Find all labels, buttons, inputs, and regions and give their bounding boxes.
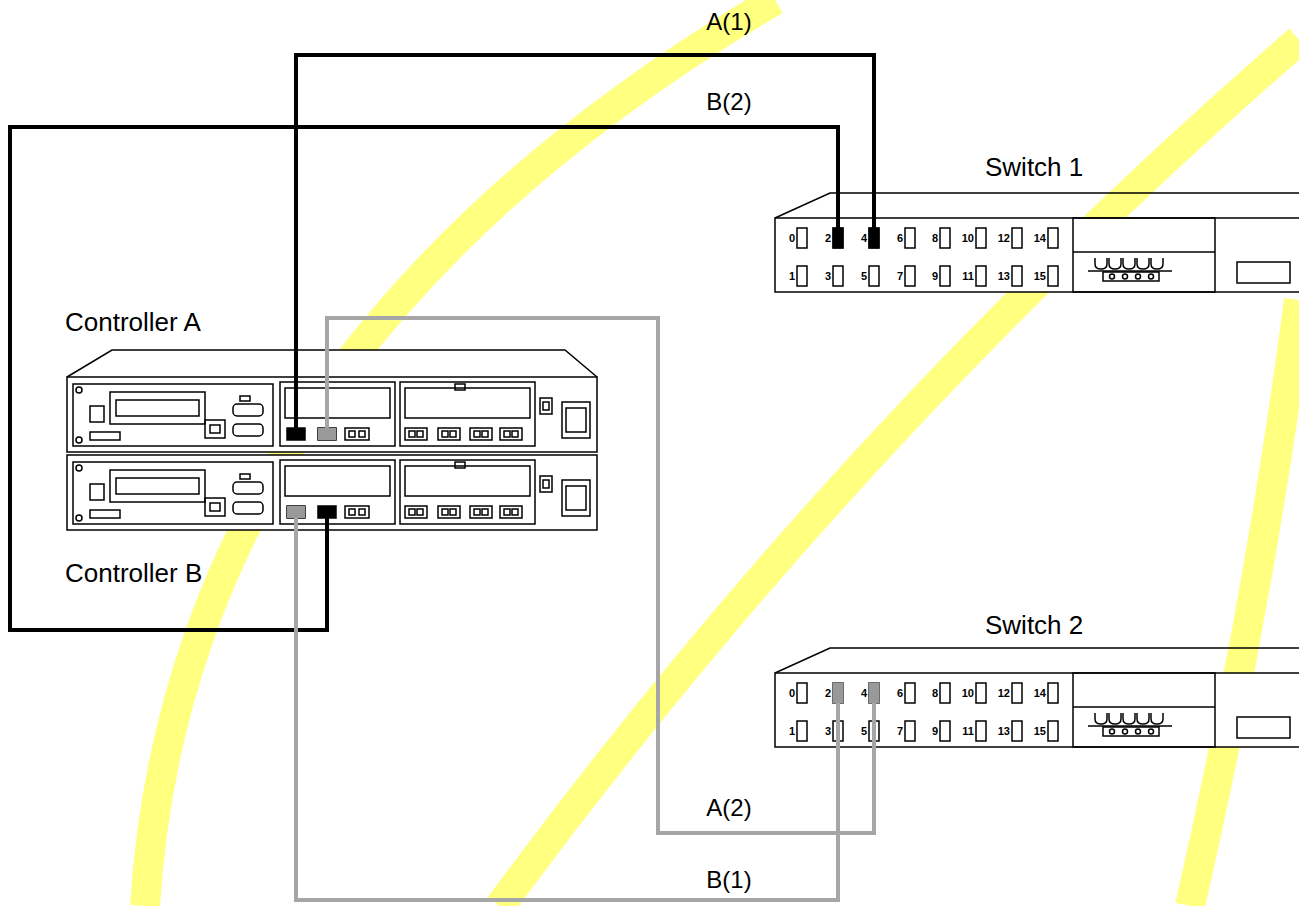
port-number: 15	[1034, 725, 1046, 737]
port-number: 7	[897, 725, 903, 737]
port-number: 9	[932, 725, 938, 737]
port-number: 1	[789, 725, 795, 737]
port-number: 3	[825, 725, 831, 737]
port-number: 3	[825, 270, 831, 282]
watermark-band	[145, 0, 775, 906]
port-number: 2	[825, 687, 831, 699]
port-number: 10	[962, 232, 974, 244]
port-number: 8	[932, 232, 938, 244]
switch-chassis	[775, 648, 1299, 747]
port-number: 4	[861, 687, 867, 699]
plugged-port	[318, 428, 336, 440]
fibre-cable	[296, 518, 838, 900]
port-number: 0	[789, 687, 795, 699]
port-number: 1	[789, 270, 795, 282]
fibre-cable	[10, 127, 838, 630]
port-number: 7	[897, 270, 903, 282]
port-number: 4	[861, 232, 867, 244]
port-number: 2	[825, 232, 831, 244]
port-number: 8	[932, 687, 938, 699]
controller-unit: Controller B	[65, 455, 597, 590]
controller-chassis	[67, 377, 597, 452]
port-number: 12	[998, 232, 1010, 244]
controller-chassis	[67, 455, 597, 530]
port-number: 11	[962, 725, 974, 737]
unit-heading: Switch 1	[985, 152, 1083, 182]
cable-label: A(1)	[706, 8, 751, 36]
port-number: 12	[998, 687, 1010, 699]
cable-label: B(1)	[706, 866, 751, 894]
port-number: 15	[1034, 270, 1046, 282]
plugged-port	[833, 228, 843, 248]
fibre-cable	[296, 55, 874, 428]
port-number: 5	[861, 270, 867, 282]
plugged-port	[287, 506, 305, 518]
port-number: 13	[998, 270, 1010, 282]
port-number: 6	[897, 232, 903, 244]
unit-heading: Controller B	[65, 558, 202, 588]
watermark-band	[1190, 300, 1299, 906]
port-number: 11	[962, 270, 974, 282]
plugged-port	[287, 428, 305, 440]
plugged-port	[869, 683, 879, 703]
port-number: 9	[932, 270, 938, 282]
port-number: 14	[1034, 232, 1046, 244]
watermark	[145, 0, 1299, 906]
unit-heading: Switch 2	[985, 610, 1083, 640]
switch-chassis	[775, 193, 1299, 292]
port-number: 13	[998, 725, 1010, 737]
plugged-port	[318, 506, 336, 518]
port-number: 5	[861, 725, 867, 737]
cable-label: A(2)	[706, 794, 751, 822]
controller-unit: Controller A	[65, 305, 597, 452]
plugged-port	[869, 228, 879, 248]
unit-heading: Controller A	[65, 307, 201, 337]
port-number: 0	[789, 232, 795, 244]
watermark-band	[500, 40, 1299, 906]
chassis-top	[67, 350, 597, 377]
port-number: 14	[1034, 687, 1046, 699]
plugged-port	[833, 683, 843, 703]
port-number: 6	[897, 687, 903, 699]
port-number: 10	[962, 687, 974, 699]
fibre-cable	[327, 318, 874, 833]
cable-label: B(2)	[706, 88, 751, 116]
